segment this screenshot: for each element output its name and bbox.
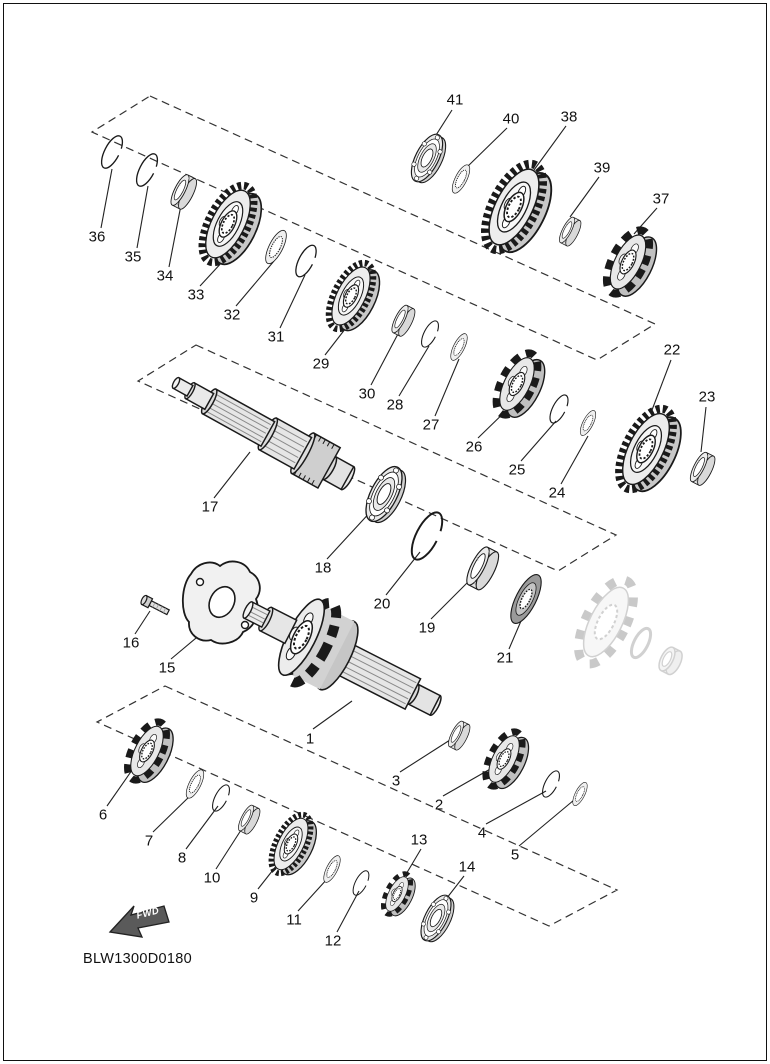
callout-33: 33: [187, 286, 205, 304]
part-30-bushing: [388, 302, 419, 339]
callout-10: 10: [203, 869, 221, 887]
ghost-sprocket-group: [574, 575, 683, 676]
callout-29: 29: [312, 355, 330, 373]
part-3-bushing: [445, 718, 474, 753]
part-38-gear: [473, 155, 563, 263]
part-16-bolt: [140, 594, 171, 616]
part-11-washer: [320, 852, 344, 886]
part-6-gear: [120, 716, 182, 789]
part-24-washer: [576, 407, 600, 439]
ghost-sprocket: [574, 575, 638, 669]
callout-32: 32: [223, 306, 241, 324]
part-41-bearing: [404, 129, 453, 189]
part-40-washer: [448, 161, 474, 197]
part-36-circlip: [96, 132, 128, 172]
part-14-bearing: [414, 890, 461, 948]
part-25-circlip: [545, 391, 573, 427]
leader-lines: [100, 109, 707, 933]
callout-11: 11: [286, 911, 302, 929]
part-20-circlip: [404, 507, 450, 565]
part-10-bushing: [235, 802, 264, 837]
part-5-washer: [569, 779, 591, 809]
part-33-gear: [192, 178, 273, 275]
part-15-bearing-plate: [181, 560, 261, 645]
callout-23: 23: [698, 388, 716, 406]
callout-12: 12: [324, 932, 342, 950]
part-19-spacer: [462, 543, 504, 594]
ghost-nut: [658, 646, 683, 676]
callout-13: 13: [410, 831, 428, 849]
part-12-circlip: [349, 867, 373, 899]
part-8-circlip: [208, 781, 234, 815]
callout-17: 17: [201, 498, 219, 516]
fwd-arrow-icon: [108, 905, 170, 938]
part-34-bushing: [167, 172, 201, 212]
callout-41: 41: [446, 91, 464, 109]
callout-26: 26: [465, 438, 483, 456]
callout-24: 24: [548, 484, 566, 502]
callout-39: 39: [593, 159, 611, 177]
part-28-circlip: [417, 317, 443, 351]
callout-5: 5: [510, 846, 520, 864]
part-4-circlip: [538, 767, 564, 801]
callout-3: 3: [391, 772, 401, 790]
callout-28: 28: [386, 396, 404, 414]
drawing-code: BLW1300D0180: [83, 951, 192, 967]
part-29-gear: [320, 256, 389, 339]
part-13-gear: [378, 870, 421, 921]
part-7-washer: [182, 766, 208, 802]
callout-8: 8: [177, 849, 187, 867]
callout-30: 30: [358, 385, 376, 403]
callout-6: 6: [98, 806, 108, 824]
callout-27: 27: [422, 416, 440, 434]
part-37-gear: [598, 224, 665, 304]
part-31-circlip: [291, 241, 321, 281]
callout-38: 38: [560, 108, 578, 126]
part-21-washer-disc: [504, 569, 548, 629]
callout-18: 18: [314, 559, 332, 577]
callout-9: 9: [249, 889, 259, 907]
callout-19: 19: [418, 619, 436, 637]
callout-22: 22: [663, 341, 681, 359]
callout-20: 20: [373, 595, 391, 613]
part-32-washer: [261, 226, 291, 268]
callout-21: 21: [496, 649, 514, 667]
callout-35: 35: [124, 248, 142, 266]
callout-36: 36: [88, 228, 106, 246]
part-1-drive-axle-assembly: [242, 597, 442, 717]
part-22-gear: [608, 401, 693, 502]
part-9-gear: [263, 809, 325, 883]
callout-4: 4: [477, 824, 487, 842]
part-26-dog-gear: [488, 347, 553, 425]
ghost-washer: [629, 626, 653, 660]
part-17-main-axle: [171, 376, 356, 491]
part-39-bushing: [556, 214, 585, 249]
callout-31: 31: [267, 328, 285, 346]
callout-15: 15: [158, 659, 176, 677]
callout-25: 25: [508, 461, 526, 479]
assembly-boundary-bottom: [95, 685, 619, 927]
callout-14: 14: [458, 858, 476, 876]
callout-37: 37: [652, 190, 670, 208]
callout-40: 40: [502, 110, 520, 128]
part-18-bearing: [357, 460, 414, 530]
callout-7: 7: [144, 832, 154, 850]
callout-16: 16: [122, 634, 140, 652]
part-23-bushing: [686, 449, 719, 488]
callout-1: 1: [305, 730, 315, 748]
part-2-gear: [478, 726, 536, 795]
callout-2: 2: [434, 796, 444, 814]
callout-34: 34: [156, 267, 174, 285]
part-35-circlip: [131, 150, 163, 190]
part-27-washer: [447, 330, 471, 364]
